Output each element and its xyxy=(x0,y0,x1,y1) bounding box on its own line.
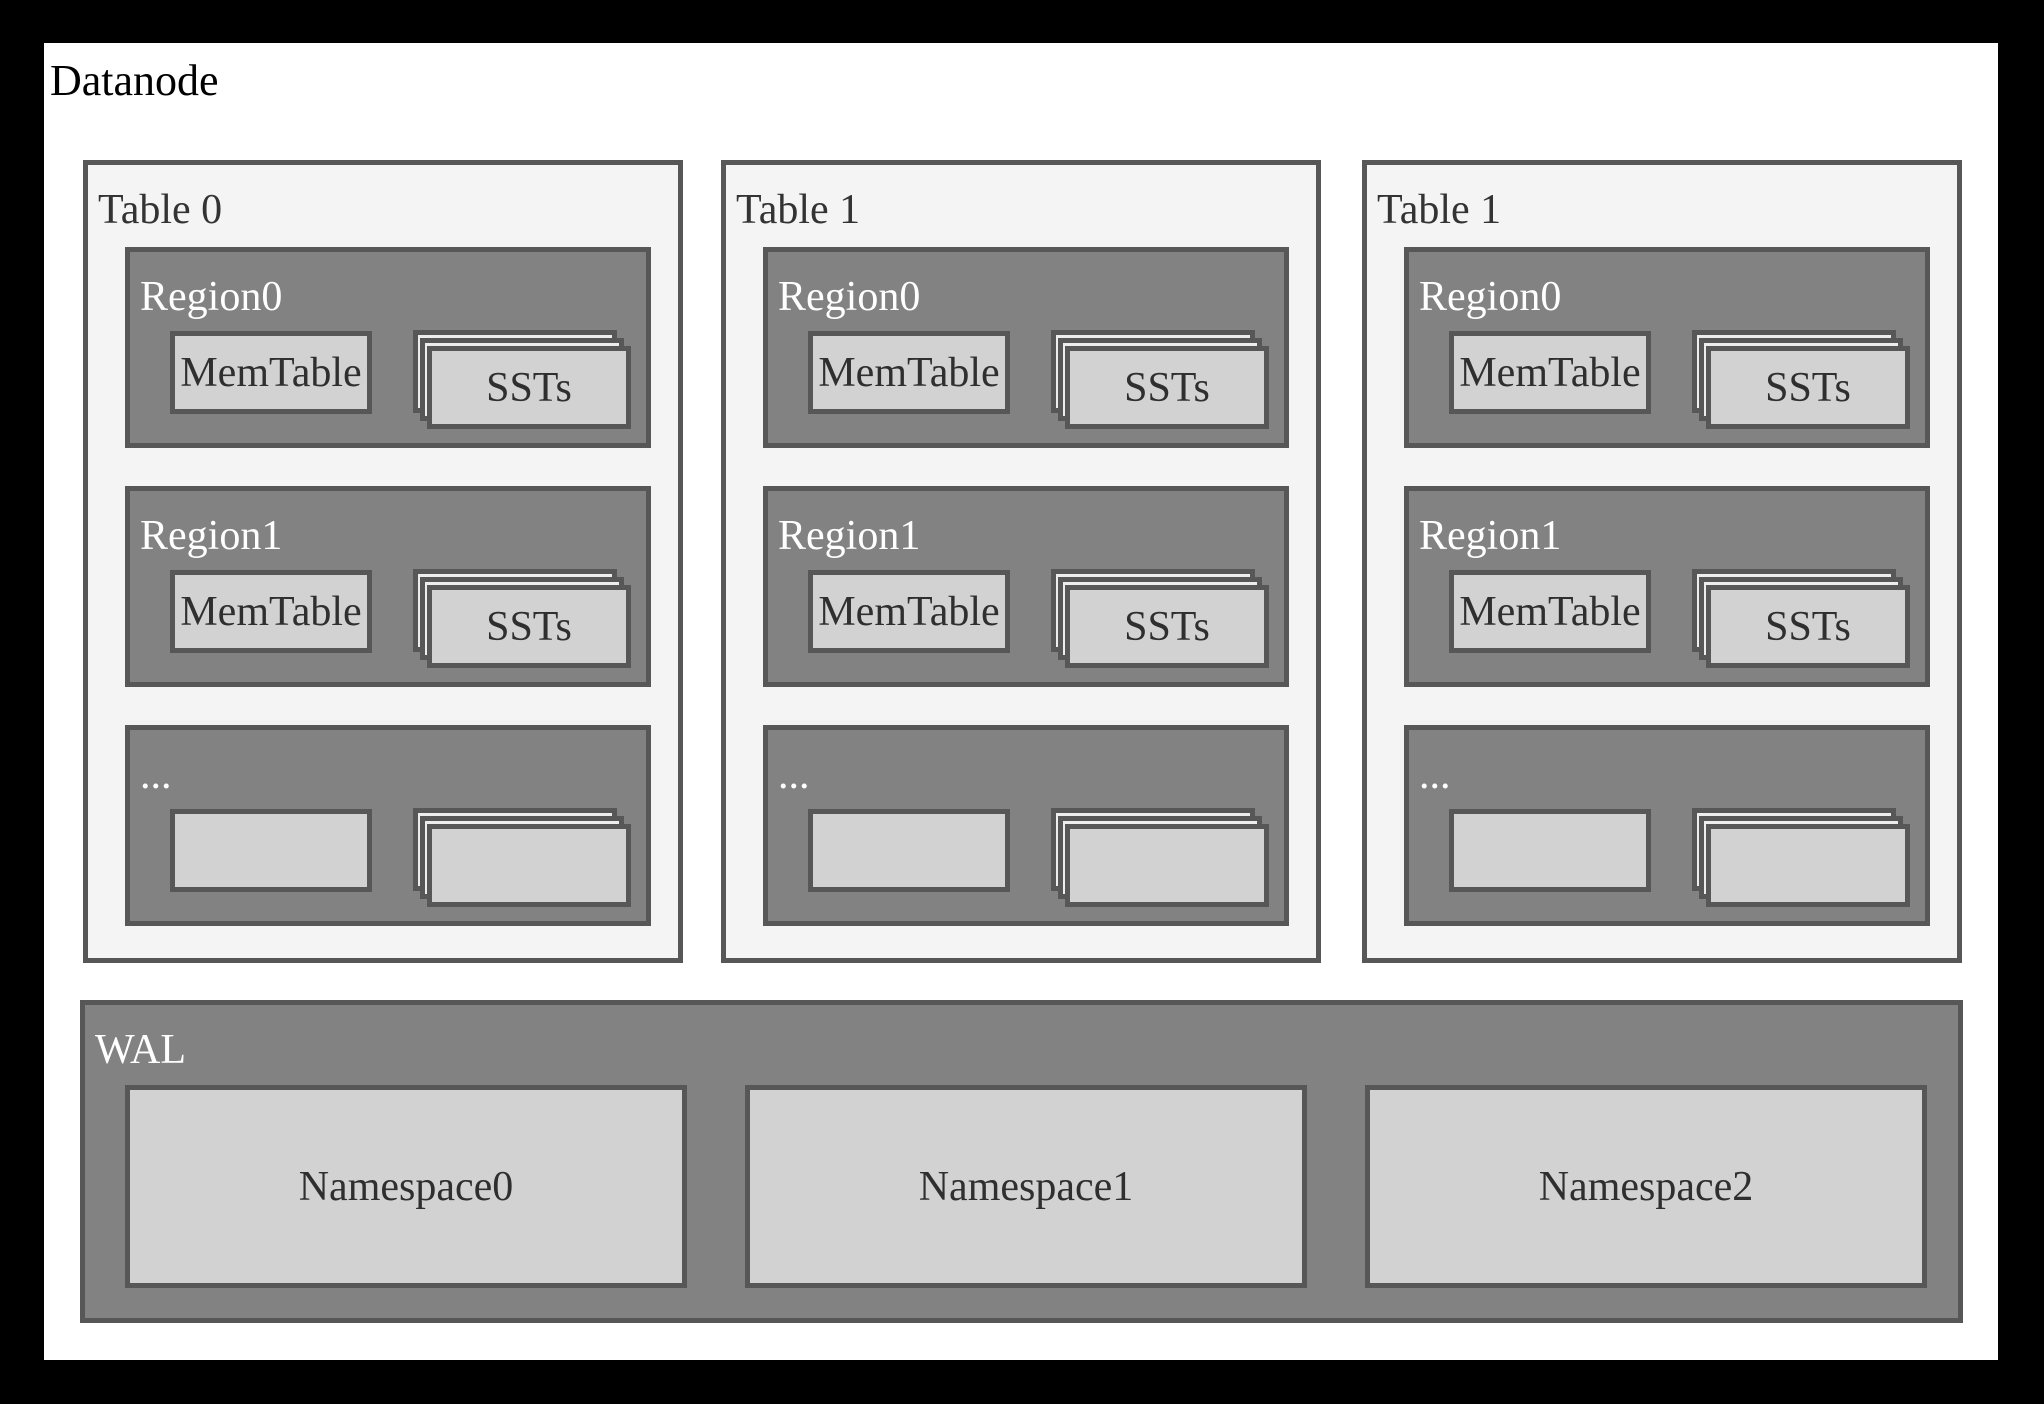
ssts-stack-front: SSTs xyxy=(1706,346,1910,429)
namespace-box: Namespace2 xyxy=(1365,1085,1927,1288)
memtable-box: MemTable xyxy=(1449,570,1651,653)
ssts-label: SSTs xyxy=(1765,603,1851,650)
ssts-label: SSTs xyxy=(486,603,572,650)
ssts-stack-front: SSTs xyxy=(427,585,631,668)
memtable-label: MemTable xyxy=(818,588,1000,635)
ssts-label: SSTs xyxy=(486,364,572,411)
ssts-label: SSTs xyxy=(1765,364,1851,411)
namespace-label: Namespace1 xyxy=(918,1163,1134,1210)
memtable-label: MemTable xyxy=(818,349,1000,396)
region-box-ellipsis: ... xyxy=(763,725,1289,926)
diagram-title: Datanode xyxy=(50,56,219,105)
region-label: ... xyxy=(140,752,172,798)
region-box: Region1 MemTable SSTs xyxy=(125,486,651,687)
region-box: Region0 MemTable SSTs xyxy=(763,247,1289,448)
table-label: Table 1 xyxy=(1377,187,1502,233)
region-box: Region0 MemTable SSTs xyxy=(125,247,651,448)
region-label: ... xyxy=(1419,752,1451,798)
ssts-stack-front-empty xyxy=(1065,824,1269,907)
table-label: Table 1 xyxy=(736,187,861,233)
region-label: ... xyxy=(778,752,810,798)
ssts-label: SSTs xyxy=(1124,364,1210,411)
region-box-ellipsis: ... xyxy=(1404,725,1930,926)
namespace-box: Namespace1 xyxy=(745,1085,1307,1288)
memtable-label: MemTable xyxy=(1459,588,1641,635)
region-box-ellipsis: ... xyxy=(125,725,651,926)
datanode-panel: Datanode Table 0 Region0 MemTable SSTs R… xyxy=(44,43,1998,1360)
region-label: Region1 xyxy=(1419,513,1562,559)
ssts-stack-front-empty xyxy=(427,824,631,907)
memtable-box-empty xyxy=(170,809,372,892)
memtable-box: MemTable xyxy=(1449,331,1651,414)
memtable-box: MemTable xyxy=(808,570,1010,653)
region-label: Region1 xyxy=(778,513,921,559)
memtable-box: MemTable xyxy=(170,331,372,414)
memtable-label: MemTable xyxy=(180,588,362,635)
region-box: Region1 MemTable SSTs xyxy=(1404,486,1930,687)
ssts-stack-front: SSTs xyxy=(1706,585,1910,668)
table-label: Table 0 xyxy=(98,187,223,233)
memtable-label: MemTable xyxy=(180,349,362,396)
region-box: Region1 MemTable SSTs xyxy=(763,486,1289,687)
ssts-stack-front: SSTs xyxy=(427,346,631,429)
ssts-stack-front: SSTs xyxy=(1065,585,1269,668)
region-label: Region0 xyxy=(1419,274,1562,320)
region-box: Region0 MemTable SSTs xyxy=(1404,247,1930,448)
namespace-label: Namespace2 xyxy=(1538,1163,1754,1210)
region-label: Region0 xyxy=(778,274,921,320)
namespace-box: Namespace0 xyxy=(125,1085,687,1288)
memtable-box-empty xyxy=(1449,809,1651,892)
memtable-box: MemTable xyxy=(808,331,1010,414)
wal-box: WAL Namespace0 Namespace1 Namespace2 xyxy=(80,1000,1963,1323)
wal-label: WAL xyxy=(95,1027,186,1073)
ssts-stack-front-empty xyxy=(1706,824,1910,907)
region-label: Region0 xyxy=(140,274,283,320)
memtable-box-empty xyxy=(808,809,1010,892)
memtable-box: MemTable xyxy=(170,570,372,653)
ssts-label: SSTs xyxy=(1124,603,1210,650)
region-label: Region1 xyxy=(140,513,283,559)
table-panel-1: Table 1 Region0 MemTable SSTs Region1 Me… xyxy=(721,160,1321,963)
table-panel-2: Table 1 Region0 MemTable SSTs Region1 Me… xyxy=(1362,160,1962,963)
memtable-label: MemTable xyxy=(1459,349,1641,396)
ssts-stack-front: SSTs xyxy=(1065,346,1269,429)
namespace-label: Namespace0 xyxy=(298,1163,514,1210)
table-panel-0: Table 0 Region0 MemTable SSTs Region1 Me… xyxy=(83,160,683,963)
